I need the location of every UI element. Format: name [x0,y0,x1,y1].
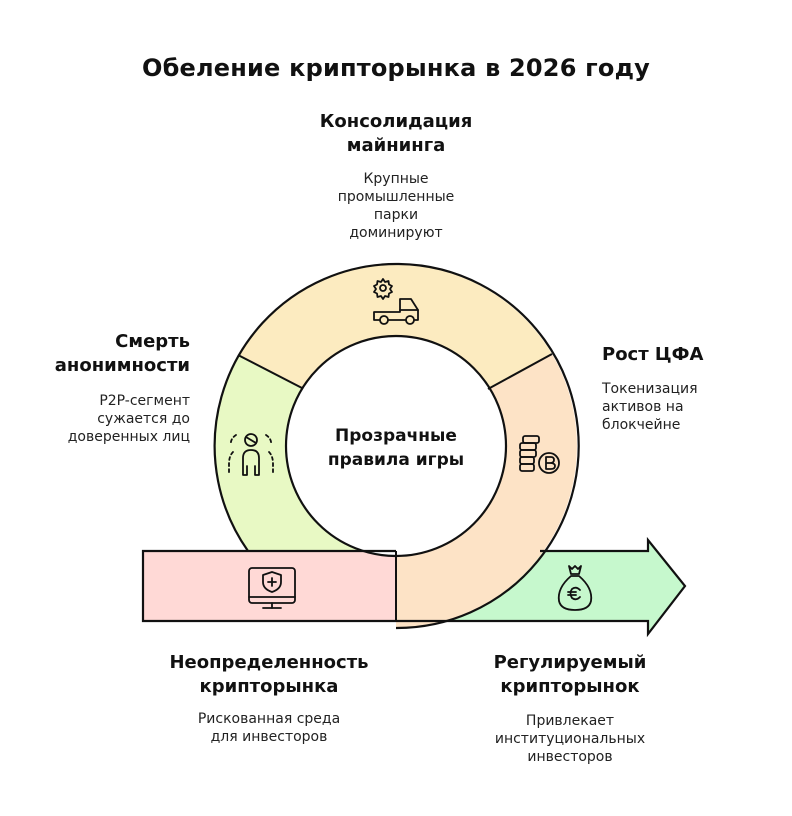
anonymity-desc-line: P2P-сегмент [99,393,190,409]
anonymity-segment [214,355,382,551]
uncertainty-desc-line: Рискованная среда [197,711,341,727]
mining-desc-line: Крупные [363,171,429,187]
anonymity-description: P2P-сегмент сужается до доверенных лиц [20,392,190,446]
arrow-band-outline [141,549,396,623]
cfa-description: Токенизация активов на блокчейне [602,380,772,434]
uncertainty-desc-line: для инвесторов [210,729,328,745]
shield-monitor-icon [248,567,296,609]
center-label-line2: правила игры [327,450,465,470]
mining-segment [238,264,552,389]
anonymity-desc-line: сужается до [97,411,190,427]
regulated-description: Привлекает институциональных инвесторов [470,712,670,766]
anonymity-heading: Смерть анонимности [20,330,190,378]
ring-outer-outline [213,262,580,630]
mining-desc-line: парки [373,207,419,223]
uncertainty-description: Рискованная среда для инвесторов [160,710,378,746]
center-label: Прозрачные правила игры [316,424,476,472]
cfa-desc-line: Токенизация [602,381,698,397]
cfa-desc-line: активов на [602,399,684,415]
regulated-heading: Регулируемый крипторынок [470,651,670,699]
mining-heading: Консолидация майнинга [290,110,502,158]
mining-desc-line: промышленные [337,189,455,205]
regulated-heading-line2: крипторынок [500,676,640,697]
gear-truck-icon [373,278,419,325]
uncertainty-heading-line2: крипторынка [199,676,339,697]
mining-heading-line1: Консолидация [319,111,473,132]
uncertainty-heading-line1: Неопределенность [169,652,369,673]
mining-heading-line2: майнинга [346,135,446,156]
mining-desc-line: доминируют [349,225,443,241]
divider-right [487,353,553,390]
cfa-desc-line: блокчейне [602,417,681,433]
diagram-title: Обеление крипторынка в 2026 году [141,54,651,82]
regulated-desc-line: Привлекает [525,713,615,729]
bitcoin-coins-icon [519,435,560,474]
anonymity-heading-line2: анонимности [54,355,190,376]
regulated-heading-line1: Регулируемый [493,652,647,673]
anonymity-desc-line: доверенных лиц [67,429,190,445]
regulated-desc-line: инвесторов [527,749,613,765]
center-label-line1: Прозрачные [335,426,457,446]
restricted-person-icon [228,433,274,476]
cfa-heading: Рост ЦФА [602,343,772,367]
uncertainty-segment [143,551,396,621]
cfa-heading-line1: Рост ЦФА [602,344,704,365]
divider-left [237,354,303,389]
euro-money-bag-icon [557,565,593,611]
regulated-desc-line: институциональных [494,731,646,747]
cfa-segment [396,354,577,628]
uncertainty-heading: Неопределенность крипторынка [150,651,388,699]
anonymity-heading-line1: Смерть [115,331,190,352]
arrow-outline [396,536,687,638]
mining-description: Крупные промышленные парки доминируют [300,170,492,242]
